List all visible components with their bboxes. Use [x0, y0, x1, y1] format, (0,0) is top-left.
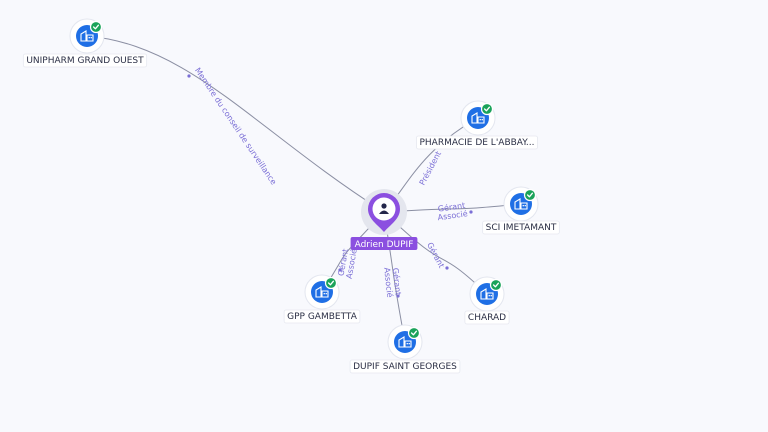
company-label-box	[482, 220, 560, 235]
edge-label: Associé	[437, 208, 468, 222]
company-label: CHARAD	[464, 310, 510, 325]
company-label-text: SCI IMETAMANT	[486, 223, 557, 233]
company-label: GPP GAMBETTA	[283, 309, 361, 324]
edge-line	[321, 211, 385, 293]
person-tag-box	[350, 237, 418, 250]
company-label: PHARMACIE DE L'ABBAY...	[416, 135, 538, 150]
edge-arrow-icon	[187, 74, 191, 78]
company-node-unipharm[interactable]: UNIPHARM GRAND OUEST	[22, 18, 148, 68]
edge-label: Gérant	[336, 248, 351, 277]
company-node-dupif[interactable]: DUPIF SAINT GEORGES	[349, 324, 461, 374]
building-icon	[398, 336, 412, 348]
check-icon	[489, 278, 503, 292]
company-node-charad[interactable]: CHARAD	[464, 276, 510, 325]
company-label-text: PHARMACIE DE L'ABBAY...	[419, 138, 534, 148]
company-label-box	[349, 359, 461, 374]
company-label-box	[22, 53, 148, 68]
company-node-gpp[interactable]: GPP GAMBETTA	[283, 274, 361, 324]
company-label-box	[416, 135, 538, 150]
edge-arrow-icon	[469, 210, 473, 214]
check-icon	[89, 20, 103, 34]
company-label: UNIPHARM GRAND OUEST	[22, 53, 148, 68]
company-label-box	[283, 309, 361, 324]
building-icon	[80, 30, 94, 42]
check-icon	[324, 276, 338, 290]
company-node-sci[interactable]: SCI IMETAMANT	[482, 186, 560, 235]
edge-label-group: Gérant	[425, 240, 447, 269]
edge-line	[383, 203, 522, 213]
building-icon	[471, 112, 485, 124]
edge-line	[86, 35, 385, 213]
nodes-layer: UNIPHARM GRAND OUEST PHARMACIE DE L'ABBAY…	[22, 18, 560, 374]
person-tag: Adrien DUPIF	[350, 237, 418, 250]
building-icon	[480, 288, 494, 300]
company-label-text: GPP GAMBETTA	[287, 312, 358, 322]
edge-label: Gérant	[425, 240, 447, 269]
center-node[interactable]: Adrien DUPIF	[350, 189, 418, 250]
company-label-text: CHARAD	[468, 313, 506, 323]
company-label-text: UNIPHARM GRAND OUEST	[26, 56, 144, 66]
edge-label: Gérant	[437, 200, 466, 214]
building-icon	[315, 286, 329, 298]
building-icon	[514, 198, 528, 210]
check-icon	[523, 188, 537, 202]
person-icon	[379, 203, 389, 214]
edge-label: Gérant	[391, 267, 404, 295]
company-node-pharmacie[interactable]: PHARMACIE DE L'ABBAY...	[416, 100, 538, 150]
person-pin-inner	[372, 197, 396, 221]
person-name: Adrien DUPIF	[355, 240, 414, 250]
edge-arrow-icon	[396, 294, 400, 298]
edge-line	[383, 211, 488, 295]
check-icon	[480, 102, 494, 116]
edge-label: Associé	[382, 267, 395, 298]
company-label: SCI IMETAMANT	[482, 220, 560, 235]
company-label-box	[464, 310, 510, 325]
company-label-text: DUPIF SAINT GEORGES	[353, 362, 457, 372]
edge-arrow-icon	[445, 266, 449, 270]
check-icon	[407, 326, 421, 340]
edge-arrow-icon	[338, 268, 342, 272]
company-label: DUPIF SAINT GEORGES	[349, 359, 461, 374]
